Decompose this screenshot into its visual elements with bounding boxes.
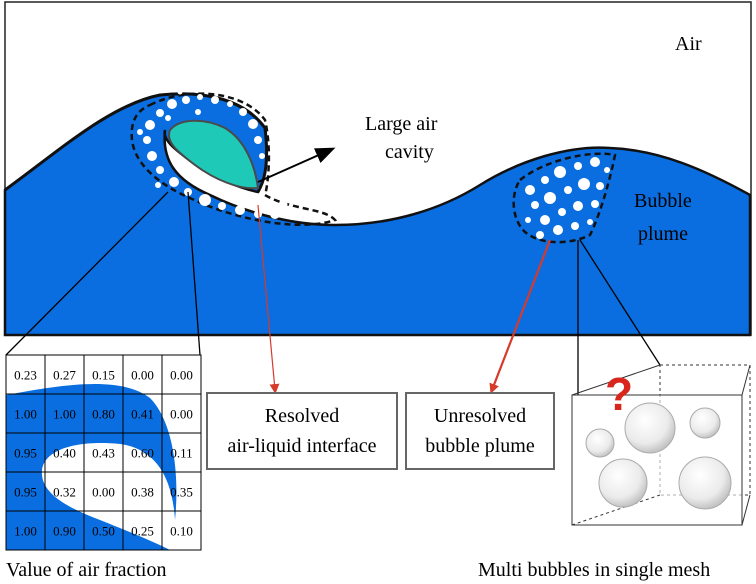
grid-cell-value: 0.32 xyxy=(53,485,76,500)
grid-cell-value: 0.90 xyxy=(53,524,76,539)
resolved-line1: Resolved xyxy=(265,405,339,427)
grid-cell-value: 0.25 xyxy=(131,524,154,539)
grid-cell-value: 0.50 xyxy=(92,524,115,539)
bubble-plume-boundary xyxy=(512,152,617,244)
grid-cell-value: 0.23 xyxy=(14,368,37,383)
grid-cell-value: 0.80 xyxy=(92,407,115,422)
grid-connector-right xyxy=(187,191,201,356)
grid-cell-value: 0.10 xyxy=(170,524,193,539)
grid-cell-value: 0.40 xyxy=(53,446,76,461)
grid-cell-value: 0.11 xyxy=(170,446,192,461)
grid-connector-left xyxy=(5,191,169,356)
grid-cell-value: 0.00 xyxy=(170,368,193,383)
cavity-label-line2: cavity xyxy=(385,141,434,163)
grid-cell-value: 0.41 xyxy=(131,407,154,422)
resolved-box xyxy=(206,392,398,470)
air-fraction-grid: 0.23 0.27 0.15 0.00 0.00 1.00 1.00 0.80 0.41 0.00… xyxy=(5,354,202,551)
cavity-pointer-arrow xyxy=(257,147,336,183)
grid-cell-value: 1.00 xyxy=(14,407,37,422)
plume-label-line2: plume xyxy=(638,223,688,245)
breaking-zone-bubbles xyxy=(137,89,311,221)
resolved-red-arrow xyxy=(257,204,280,394)
grid-cell-value: 0.95 xyxy=(14,485,37,500)
grid-cell-value: 0.27 xyxy=(53,368,76,383)
air-label: Air xyxy=(675,33,702,55)
question-mark: ? xyxy=(605,368,633,420)
cavity-label-line1: Large air xyxy=(365,113,438,135)
grid-cell-value: 1.00 xyxy=(14,524,37,539)
grid-cell-value: 0.60 xyxy=(131,446,154,461)
grid-cell-value: 0.00 xyxy=(92,485,115,500)
grid-caption: Value of air fraction xyxy=(6,559,166,581)
grid-cell-value: 0.38 xyxy=(131,485,154,500)
grid-liquid-shape xyxy=(6,383,177,550)
unresolved-line2: bubble plume xyxy=(425,435,535,457)
grid-cell-value: 0.95 xyxy=(14,446,37,461)
large-air-cavity xyxy=(167,119,260,190)
cube-caption: Multi bubbles in single mesh xyxy=(478,559,710,581)
grid-cell-value: 0.00 xyxy=(170,407,193,422)
grid-cell-value: 1.00 xyxy=(53,407,76,422)
cube-bubbles xyxy=(585,402,732,510)
unresolved-line1: Unresolved xyxy=(434,405,526,427)
cube-connector-right xyxy=(579,239,661,366)
grid-cell-value: 0.35 xyxy=(170,485,193,500)
bubble-plume-bubbles xyxy=(525,157,610,239)
grid-cell-value: 0.00 xyxy=(131,368,154,383)
unresolved-box xyxy=(405,392,555,470)
plume-label-line1: Bubble xyxy=(634,190,692,212)
resolved-line2: air-liquid interface xyxy=(228,435,377,457)
grid-cell-value: 0.15 xyxy=(92,368,115,383)
wave-crest-outline xyxy=(4,92,269,193)
breaking-zone-boundary xyxy=(130,92,338,226)
unresolved-red-arrow xyxy=(489,239,552,394)
grid-cell-value: 0.43 xyxy=(92,446,115,461)
